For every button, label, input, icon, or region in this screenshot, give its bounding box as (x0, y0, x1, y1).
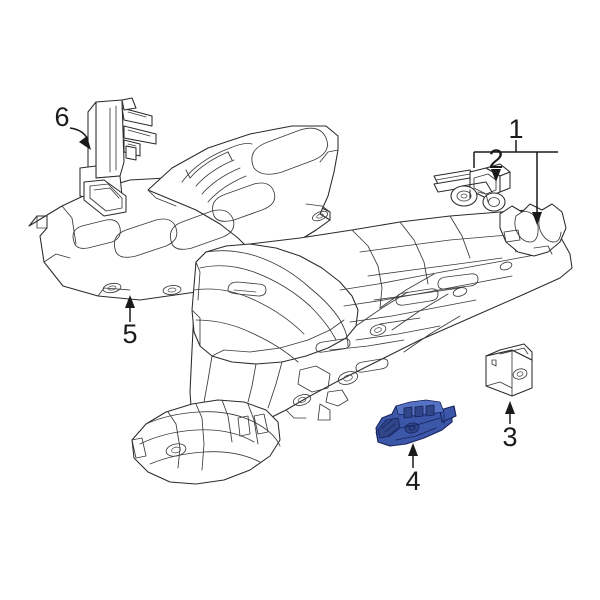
callout-4-leader (408, 443, 418, 468)
callout-label-6[interactable]: 6 (54, 102, 69, 132)
callout-5-leader (125, 295, 135, 322)
callout-label-3[interactable]: 3 (502, 422, 517, 452)
part-glove-box-stop-block[interactable] (485, 343, 533, 397)
callout-label-5[interactable]: 5 (122, 319, 137, 349)
callout-label-4[interactable]: 4 (405, 466, 420, 496)
callout-1-leader (473, 140, 558, 225)
callout-6-leader (69, 127, 91, 150)
callout-3-leader (505, 401, 515, 424)
callout-2-leader (491, 169, 501, 182)
callout-label-1[interactable]: 1 (508, 114, 523, 144)
part-side-mounting-bracket[interactable] (79, 97, 157, 217)
part-main-instrument-panel-assembly[interactable] (131, 203, 573, 485)
callout-label-2[interactable]: 2 (488, 144, 503, 174)
part-glove-box-striker-latch-bracket-highlighted[interactable] (375, 399, 457, 447)
